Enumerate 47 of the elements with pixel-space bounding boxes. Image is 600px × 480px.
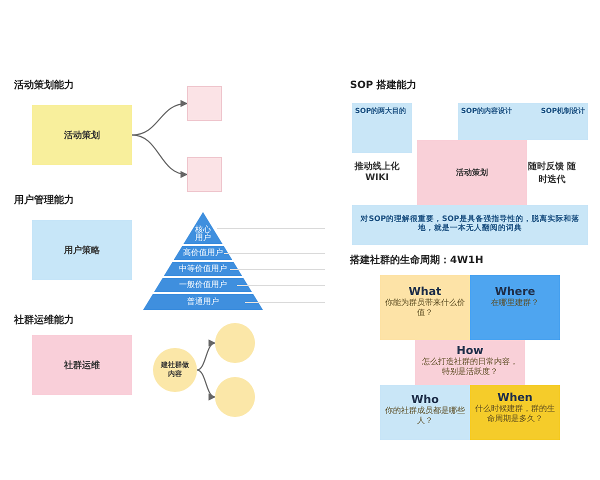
section-heading: 搭建社群的生命周期：4W1H — [350, 254, 484, 267]
info-panel — [352, 103, 412, 153]
arrow — [196, 369, 216, 399]
question-card — [470, 275, 560, 340]
card-title: How — [456, 344, 484, 357]
card-title: 活动策划 — [64, 130, 100, 142]
level-label: 普通用户 — [187, 298, 219, 306]
arrow — [132, 134, 188, 178]
info-panel — [352, 205, 588, 245]
card-text: 怎么打造社群的日常内容，特别是活跃度？ — [421, 357, 519, 378]
note-card — [187, 157, 222, 192]
question-card — [380, 275, 470, 340]
card-title: What — [408, 285, 442, 298]
section-heading: SOP 搭建能力 — [350, 78, 417, 92]
grid-card — [32, 335, 132, 395]
circle-node — [215, 377, 255, 417]
note-card — [187, 86, 222, 121]
question-card — [470, 385, 560, 440]
card-title: When — [497, 391, 533, 404]
card-text: 在哪里建群？ — [490, 298, 540, 308]
grid-card — [417, 140, 527, 205]
card-title: 活动策划 — [456, 167, 488, 178]
question-card — [380, 385, 470, 440]
grid-card — [32, 220, 132, 280]
note-text: 推动线上化 WIKI — [354, 160, 400, 183]
card-text: 什么时候建群，群的生命周期是多久？ — [474, 404, 556, 425]
card-title: Who — [411, 393, 439, 406]
card-title: 用户策略 — [64, 244, 100, 256]
question-card — [415, 340, 525, 385]
circle-node — [153, 348, 197, 392]
level-label: 核心用户 — [194, 226, 212, 242]
card-text: 你能为群员带来什么价值？ — [384, 298, 466, 319]
level-label: 一般价值用户 — [178, 281, 227, 289]
level-label: 高价值用户 — [182, 249, 223, 257]
circle-node — [215, 323, 255, 363]
info-panel — [458, 103, 588, 140]
level-label: 中等价值用户 — [178, 265, 227, 273]
arrow — [132, 100, 188, 136]
grid-card — [32, 105, 132, 165]
card-title: 社群运维 — [64, 359, 100, 372]
section-heading: 活动策划能力 — [14, 78, 74, 92]
card-text: 你的社群成员都是哪些人？ — [384, 406, 466, 427]
section-heading: 社群运维能力 — [14, 313, 74, 327]
section-heading: 用户管理能力 — [14, 193, 74, 207]
note-text: 随时反馈 随时迭代 — [527, 160, 577, 186]
card-title: Where — [494, 285, 536, 298]
arrow — [196, 341, 216, 371]
